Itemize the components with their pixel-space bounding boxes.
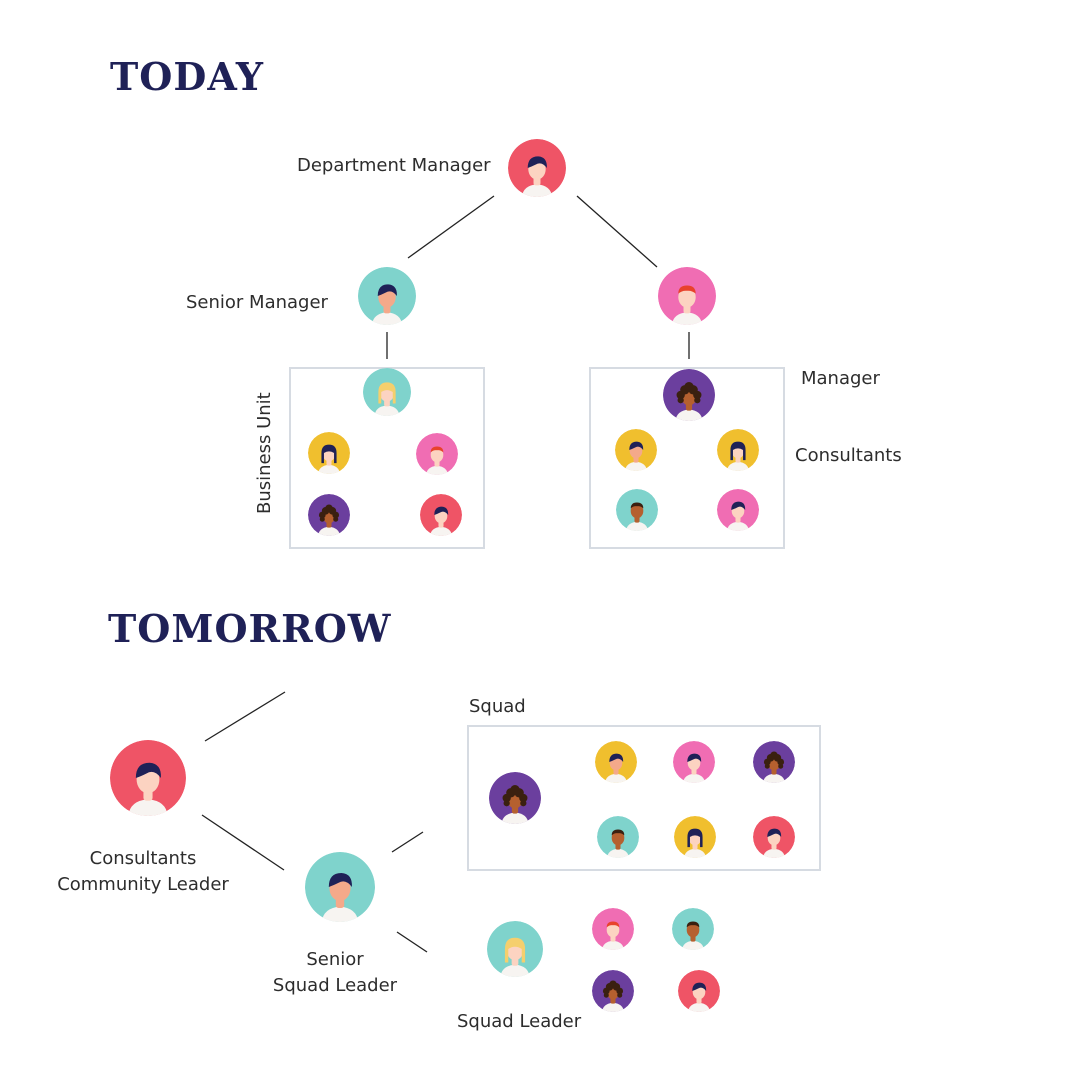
connector-line bbox=[396, 931, 428, 953]
person-avatar-icon bbox=[592, 970, 634, 1012]
senior-manager-avatar-left bbox=[358, 267, 416, 325]
consultants-box bbox=[589, 367, 785, 549]
connector-line bbox=[204, 691, 286, 742]
person-avatar-icon bbox=[592, 908, 634, 950]
senior-squad-leader-label-line1: Senior bbox=[306, 949, 364, 970]
person-avatar-icon bbox=[674, 816, 716, 858]
person-avatar-icon bbox=[110, 740, 186, 816]
squad-label: Squad bbox=[469, 696, 526, 717]
senior-squad-leader-label: Senior Squad Leader bbox=[255, 947, 415, 999]
community-leader-label-line2: Community Leader bbox=[57, 874, 229, 895]
person-avatar-icon bbox=[753, 741, 795, 783]
person-avatar-icon bbox=[672, 908, 714, 950]
consultant-avatar bbox=[616, 489, 658, 531]
business-unit-label: Business Unit bbox=[254, 392, 275, 514]
business-unit-lead-avatar bbox=[363, 368, 411, 416]
consultant-avatar bbox=[717, 489, 759, 531]
community-leader-avatar bbox=[110, 740, 186, 816]
squad-member-avatar bbox=[597, 816, 639, 858]
manager-avatar bbox=[663, 369, 715, 421]
connector-line bbox=[391, 831, 424, 853]
person-avatar-icon bbox=[358, 267, 416, 325]
squad-member-avatar bbox=[753, 816, 795, 858]
business-unit-member-avatar bbox=[416, 433, 458, 475]
connector-line bbox=[201, 814, 285, 871]
team-member-avatar bbox=[592, 970, 634, 1012]
consultant-avatar bbox=[717, 429, 759, 471]
person-avatar-icon bbox=[678, 970, 720, 1012]
person-avatar-icon bbox=[717, 489, 759, 531]
tomorrow-heading: TOMORROW bbox=[108, 606, 392, 651]
department-manager-label: Department Manager bbox=[297, 155, 491, 176]
connector-line bbox=[407, 195, 495, 259]
person-avatar-icon bbox=[616, 489, 658, 531]
business-unit-member-avatar bbox=[308, 432, 350, 474]
squad-member-avatar bbox=[674, 816, 716, 858]
squad-box bbox=[467, 725, 821, 871]
person-avatar-icon bbox=[615, 429, 657, 471]
consultant-avatar bbox=[615, 429, 657, 471]
senior-manager-avatar-right bbox=[658, 267, 716, 325]
person-avatar-icon bbox=[416, 433, 458, 475]
person-avatar-icon bbox=[487, 921, 543, 977]
connector-line bbox=[576, 195, 658, 268]
team-member-avatar bbox=[672, 908, 714, 950]
person-avatar-icon bbox=[663, 369, 715, 421]
business-unit-member-avatar bbox=[308, 494, 350, 536]
person-avatar-icon bbox=[489, 772, 541, 824]
person-avatar-icon bbox=[308, 432, 350, 474]
person-avatar-icon bbox=[508, 139, 566, 197]
business-unit-member-avatar bbox=[420, 494, 462, 536]
person-avatar-icon bbox=[308, 494, 350, 536]
senior-squad-leader-avatar bbox=[305, 852, 375, 922]
person-avatar-icon bbox=[305, 852, 375, 922]
squad-leader-avatar bbox=[487, 921, 543, 977]
person-avatar-icon bbox=[673, 741, 715, 783]
person-avatar-icon bbox=[420, 494, 462, 536]
person-avatar-icon bbox=[597, 816, 639, 858]
squad-lead-avatar bbox=[489, 772, 541, 824]
team-member-avatar bbox=[592, 908, 634, 950]
person-avatar-icon bbox=[658, 267, 716, 325]
senior-squad-leader-label-line2: Squad Leader bbox=[272, 975, 398, 996]
community-leader-label: Consultants Community Leader bbox=[53, 846, 233, 898]
person-avatar-icon bbox=[717, 429, 759, 471]
consultants-label: Consultants bbox=[795, 445, 902, 466]
manager-label: Manager bbox=[801, 368, 880, 389]
person-avatar-icon bbox=[595, 741, 637, 783]
team-member-avatar bbox=[678, 970, 720, 1012]
senior-manager-label: Senior Manager bbox=[186, 292, 328, 313]
community-leader-label-line1: Consultants bbox=[89, 848, 197, 869]
squad-leader-label: Squad Leader bbox=[457, 1011, 582, 1032]
squad-member-avatar bbox=[673, 741, 715, 783]
squad-member-avatar bbox=[595, 741, 637, 783]
person-avatar-icon bbox=[363, 368, 411, 416]
department-manager-avatar bbox=[508, 139, 566, 197]
squad-member-avatar bbox=[753, 741, 795, 783]
person-avatar-icon bbox=[753, 816, 795, 858]
today-heading: TODAY bbox=[110, 54, 265, 99]
